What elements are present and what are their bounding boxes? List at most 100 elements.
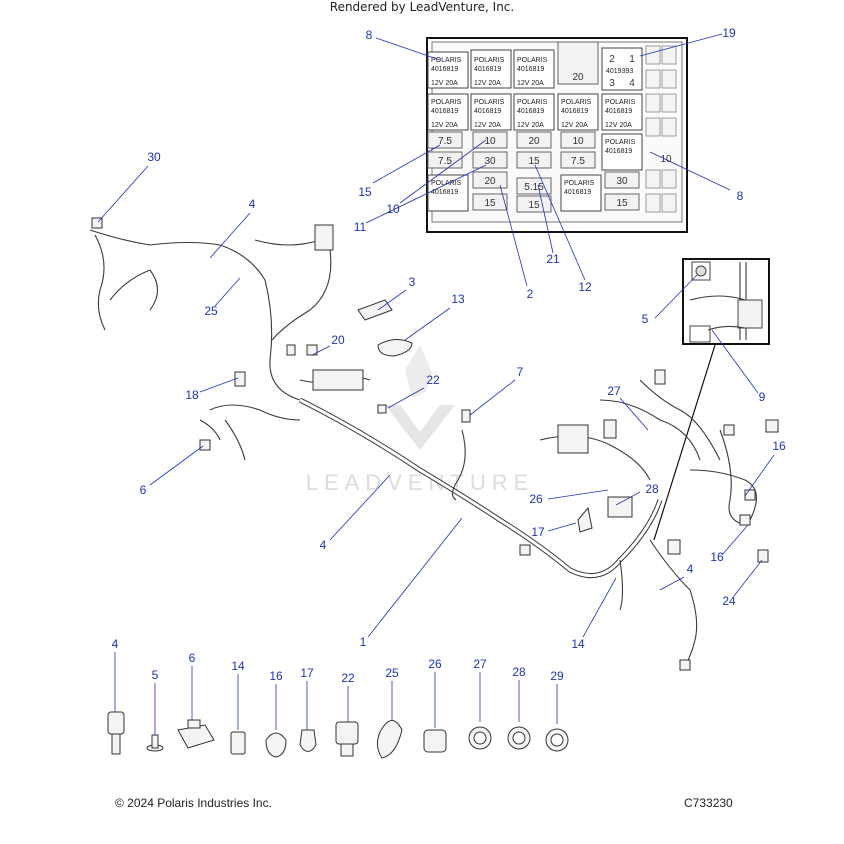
svg-text:15: 15 — [358, 185, 372, 199]
watermark: LEADVENTURE — [306, 345, 535, 495]
svg-text:1: 1 — [629, 54, 635, 65]
svg-text:4016819: 4016819 — [605, 108, 632, 115]
relay-alt: 2 1 4019393 3 4 — [601, 47, 643, 91]
cover — [377, 339, 413, 357]
clip-detail-inset — [682, 258, 770, 345]
svg-text:25: 25 — [204, 304, 218, 318]
boot — [577, 506, 593, 533]
svg-text:6: 6 — [189, 651, 196, 665]
svg-text:20: 20 — [528, 136, 540, 147]
svg-text:12V 20A: 12V 20A — [431, 122, 458, 129]
svg-text:26: 26 — [428, 657, 442, 671]
clip-part — [107, 711, 125, 755]
svg-text:13: 13 — [451, 292, 465, 306]
tie-part — [376, 720, 403, 759]
relay: POLARIS 4016819 12V 20A — [513, 93, 555, 131]
svg-text:4016819: 4016819 — [605, 148, 632, 155]
svg-text:15: 15 — [616, 198, 628, 209]
relay: POLARIS 4016819 — [560, 174, 602, 212]
svg-text:22: 22 — [426, 373, 440, 387]
svg-text:12V 20A: 12V 20A — [605, 122, 632, 129]
fuse-box-inset: POLARIS 4016819 12V 20A POLARIS 4016819 … — [426, 37, 688, 233]
svg-text:16: 16 — [269, 669, 283, 683]
clamp-part — [507, 726, 531, 750]
svg-text:12V 20A: 12V 20A — [431, 80, 458, 87]
parts-diagram: LEADVENTURE POLARIS 4016819 12V 20A POLA… — [89, 26, 786, 759]
svg-text:2: 2 — [527, 287, 534, 301]
watermark-text: LEADVENTURE — [306, 470, 535, 495]
clip-part — [265, 732, 287, 758]
svg-text:4: 4 — [320, 538, 327, 552]
svg-text:20: 20 — [331, 333, 345, 347]
svg-text:12V 20A: 12V 20A — [474, 122, 501, 129]
relay: POLARIS 4016819 12V 20A — [470, 93, 512, 131]
svg-text:POLARIS: POLARIS — [431, 180, 462, 187]
relay-mount-part — [177, 719, 215, 749]
svg-text:7.5: 7.5 — [571, 156, 585, 167]
svg-text:15: 15 — [484, 198, 496, 209]
svg-text:27: 27 — [607, 384, 621, 398]
clamp-part — [545, 728, 569, 752]
svg-text:8: 8 — [737, 189, 744, 203]
svg-text:10: 10 — [484, 136, 496, 147]
relay: POLARIS 4016819 12V 20A — [470, 49, 512, 89]
relay: POLARIS 4016819 12V 20A — [513, 49, 555, 89]
svg-text:15: 15 — [528, 200, 540, 211]
svg-text:5: 5 — [152, 668, 159, 682]
relay: POLARIS 4016819 — [427, 174, 469, 212]
svg-text:4016819: 4016819 — [431, 108, 458, 115]
relay: POLARIS 4016819 12V 20A — [427, 51, 469, 89]
svg-text:4016819: 4016819 — [474, 66, 501, 73]
svg-text:POLARIS: POLARIS — [474, 57, 505, 64]
figure-code: C733230 — [684, 796, 733, 810]
svg-text:22: 22 — [341, 671, 355, 685]
svg-text:15: 15 — [528, 156, 540, 167]
svg-text:28: 28 — [645, 482, 659, 496]
svg-text:4016819: 4016819 — [561, 108, 588, 115]
svg-text:10: 10 — [572, 136, 584, 147]
svg-text:7: 7 — [517, 365, 524, 379]
svg-text:4: 4 — [112, 637, 119, 651]
svg-text:29: 29 — [550, 669, 564, 683]
svg-text:11: 11 — [354, 220, 367, 234]
main-harness — [89, 229, 757, 671]
clip-part — [230, 731, 246, 755]
screw-part — [146, 734, 164, 752]
svg-text:14: 14 — [571, 637, 585, 651]
svg-text:30: 30 — [147, 150, 161, 164]
relay: POLARIS 4016819 12V 20A — [427, 93, 469, 131]
connector-part — [335, 721, 359, 757]
svg-text:1: 1 — [360, 635, 367, 649]
svg-text:30: 30 — [616, 176, 628, 187]
relay: POLARIS 4016819 12V 20A — [557, 93, 599, 131]
svg-text:12: 12 — [578, 280, 592, 294]
svg-text:12V 20A: 12V 20A — [517, 122, 544, 129]
svg-text:POLARIS: POLARIS — [561, 99, 592, 106]
svg-text:12V 20A: 12V 20A — [517, 80, 544, 87]
rendered-by-text: Rendered by LeadVenture, Inc. — [329, 0, 515, 14]
svg-text:4016819: 4016819 — [564, 189, 591, 196]
svg-text:POLARIS: POLARIS — [517, 99, 548, 106]
svg-text:4: 4 — [249, 197, 256, 211]
svg-text:2: 2 — [609, 54, 615, 65]
svg-text:19: 19 — [722, 26, 736, 40]
svg-text:6: 6 — [140, 483, 147, 497]
svg-text:16: 16 — [710, 550, 724, 564]
copyright-text: © 2024 Polaris Industries Inc. — [115, 796, 272, 810]
svg-text:POLARIS: POLARIS — [474, 99, 505, 106]
svg-text:17: 17 — [300, 666, 314, 680]
svg-text:8: 8 — [366, 28, 373, 42]
svg-text:POLARIS: POLARIS — [431, 57, 462, 64]
svg-text:30: 30 — [484, 156, 496, 167]
svg-text:POLARIS: POLARIS — [431, 99, 462, 106]
svg-text:20: 20 — [484, 176, 496, 187]
svg-text:25: 25 — [385, 666, 399, 680]
relay: POLARIS 4016819 12V 20A — [601, 93, 643, 131]
svg-text:24: 24 — [722, 594, 736, 608]
harness-connectors — [91, 217, 779, 671]
boot-part — [299, 729, 317, 752]
adhesive-pad — [357, 299, 393, 321]
svg-text:POLARIS: POLARIS — [605, 139, 636, 146]
svg-text:7.5: 7.5 — [438, 136, 452, 147]
svg-text:10: 10 — [386, 202, 400, 216]
